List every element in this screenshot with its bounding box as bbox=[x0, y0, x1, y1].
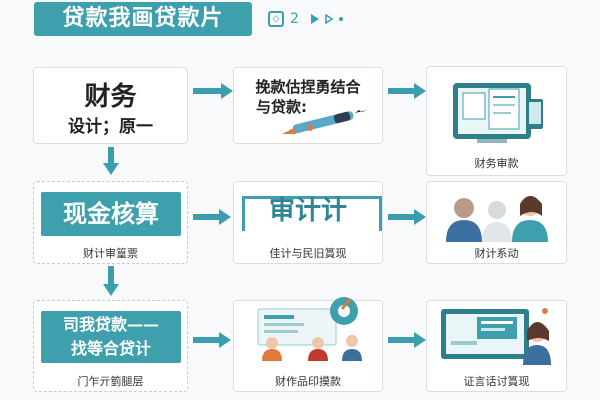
next-icon[interactable] bbox=[325, 14, 333, 24]
node-loan-match: 司我贷款—— 找等合贷计 门乍亓箌腿层 bbox=[33, 300, 188, 392]
dot-icon bbox=[338, 17, 343, 21]
finance-system-label: 财计系动 bbox=[474, 247, 519, 260]
node-cash-check: 现金核算 财计审篁票 bbox=[33, 181, 188, 264]
finance-review-label: 财务审款 bbox=[474, 157, 519, 170]
team-presentation-icon bbox=[257, 297, 362, 361]
cash-check-title: 现金核算 bbox=[41, 192, 181, 236]
loan-match-title: 司我贷款—— 找等合贷计 bbox=[41, 311, 181, 363]
node-audit: 审计计 佳计与民旧篔现 bbox=[233, 181, 383, 264]
loan-match-title-line2: 找等合贷计 bbox=[70, 339, 151, 358]
product-print-label: 财作品印摸款 bbox=[275, 375, 341, 388]
node-finance-review: 财务审款 bbox=[426, 66, 567, 176]
loan-match-label: 门乍亓箌腿层 bbox=[77, 375, 144, 388]
node-product-print: 财作品印摸款 bbox=[233, 297, 383, 392]
node-finance: 财务 设计；原一 bbox=[33, 67, 188, 144]
page-title: 贷款我画贷款片 bbox=[34, 2, 252, 36]
node-verify: 证言话讨篔现 bbox=[426, 300, 567, 392]
loan-formula-line1: 挽款估捏勇结合 bbox=[255, 78, 361, 96]
finance-subtitle: 设计；原一 bbox=[68, 117, 153, 137]
verify-label: 证言话讨篔现 bbox=[463, 375, 530, 388]
play-icon[interactable] bbox=[310, 14, 319, 24]
pen-icon bbox=[282, 110, 367, 134]
audit-label: 佳计与民旧篔现 bbox=[269, 247, 347, 260]
cash-check-label: 财计审篁票 bbox=[83, 247, 138, 260]
node-loan-formula: 挽款估捏勇结合 与贷款: bbox=[233, 67, 383, 144]
header: 贷款我画贷款片 ◇ 2 bbox=[0, 0, 600, 40]
board-presenter-icon bbox=[441, 308, 551, 365]
audit-title: 审计计 bbox=[268, 196, 347, 226]
finance-title: 财务 bbox=[84, 82, 137, 112]
page-number: 2 bbox=[290, 11, 299, 27]
people-group-icon bbox=[446, 196, 548, 242]
node-finance-system: 财计系动 bbox=[426, 181, 567, 264]
pagination: ◇ 2 bbox=[268, 9, 343, 29]
page-icon[interactable]: ◇ bbox=[268, 11, 284, 27]
loan-formula-line2: 与贷款: bbox=[256, 98, 307, 116]
audit-bracket bbox=[242, 196, 382, 231]
computer-documents-icon bbox=[453, 83, 543, 143]
loan-match-title-line1: 司我贷款—— bbox=[62, 315, 159, 334]
